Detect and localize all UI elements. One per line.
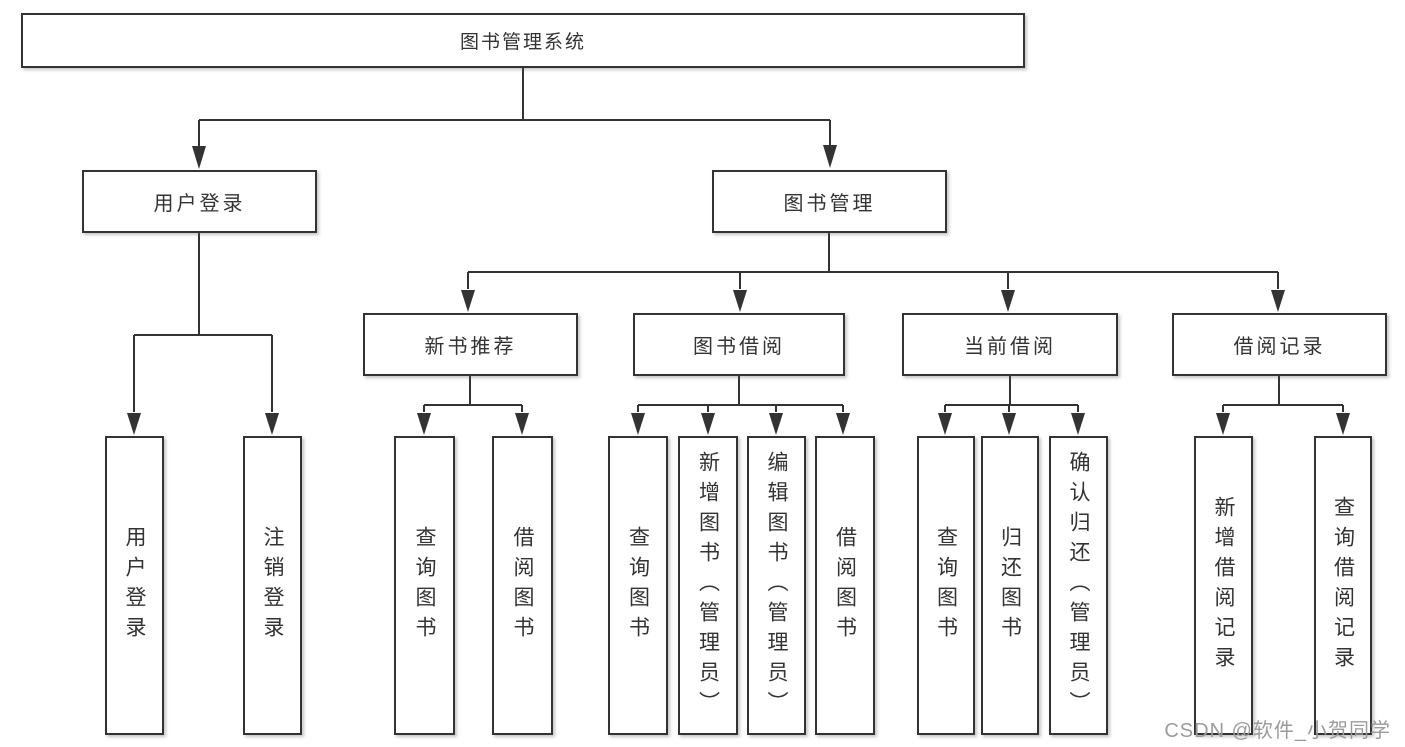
arrowhead-icon	[1271, 290, 1285, 312]
arrowhead-icon	[192, 146, 206, 169]
arrowhead-icon	[733, 290, 747, 312]
arrowhead-icon	[631, 413, 645, 435]
arrowhead-icon	[769, 413, 783, 435]
arrowhead-icon	[1071, 413, 1085, 435]
leaf-add-book-admin: 新增图书（管理员）	[678, 436, 738, 735]
leaf-user-login: 用户登录	[105, 436, 164, 735]
arrowhead-icon	[1002, 413, 1016, 435]
arrowhead-icon	[1336, 413, 1350, 435]
connector-bookmgmt-to-level3	[467, 232, 1279, 289]
connector-bookborrow-to-leaves	[637, 376, 844, 412]
node-user-login: 用户登录	[82, 170, 317, 233]
node-root-library-system: 图书管理系统	[21, 13, 1025, 68]
arrowhead-icon	[461, 290, 475, 312]
leaf-borrow-book-1: 借阅图书	[492, 436, 553, 735]
leaf-return-book: 归还图书	[981, 436, 1039, 735]
node-book-management: 图书管理	[712, 170, 947, 233]
arrowhead-icon	[265, 413, 279, 435]
leaf-confirm-return-admin: 确认归还（管理员）	[1049, 436, 1108, 735]
connector-newbookrec-to-leaves	[423, 376, 523, 412]
node-book-borrowing: 图书借阅	[633, 313, 845, 376]
arrowhead-icon	[701, 413, 715, 435]
arrowhead-icon	[1001, 290, 1015, 312]
leaf-query-book-3: 查询图书	[917, 436, 975, 735]
node-new-book-recommendation: 新书推荐	[363, 313, 578, 376]
arrowhead-icon	[836, 413, 850, 435]
leaf-query-book-2: 查询图书	[608, 436, 668, 735]
csdn-watermark: CSDN @软件_小贺同学	[1164, 720, 1391, 742]
leaf-query-book-1: 查询图书	[394, 436, 455, 735]
arrowhead-icon	[515, 413, 529, 435]
leaf-add-borrow-record: 新增借阅记录	[1194, 436, 1253, 735]
leaf-borrow-book-2: 借阅图书	[815, 436, 875, 735]
connector-currentborrow-to-leaves	[944, 376, 1079, 412]
node-current-borrowing: 当前借阅	[902, 313, 1118, 376]
leaf-query-borrow-record: 查询借阅记录	[1314, 436, 1372, 735]
connector-root-to-level2	[198, 68, 831, 146]
leaf-logout: 注销登录	[243, 436, 302, 735]
arrowhead-icon	[938, 413, 952, 435]
leaf-edit-book-admin: 编辑图书（管理员）	[747, 436, 806, 735]
connector-userlogin-to-leaves	[133, 233, 273, 412]
arrowhead-icon	[417, 413, 431, 435]
connector-borrowrecords-to-leaves	[1222, 376, 1344, 412]
node-borrowing-records: 借阅记录	[1172, 313, 1387, 376]
arrowhead-icon	[127, 413, 141, 435]
arrowhead-icon	[823, 145, 837, 168]
arrowheads	[127, 145, 1350, 435]
arrowhead-icon	[1216, 413, 1230, 435]
